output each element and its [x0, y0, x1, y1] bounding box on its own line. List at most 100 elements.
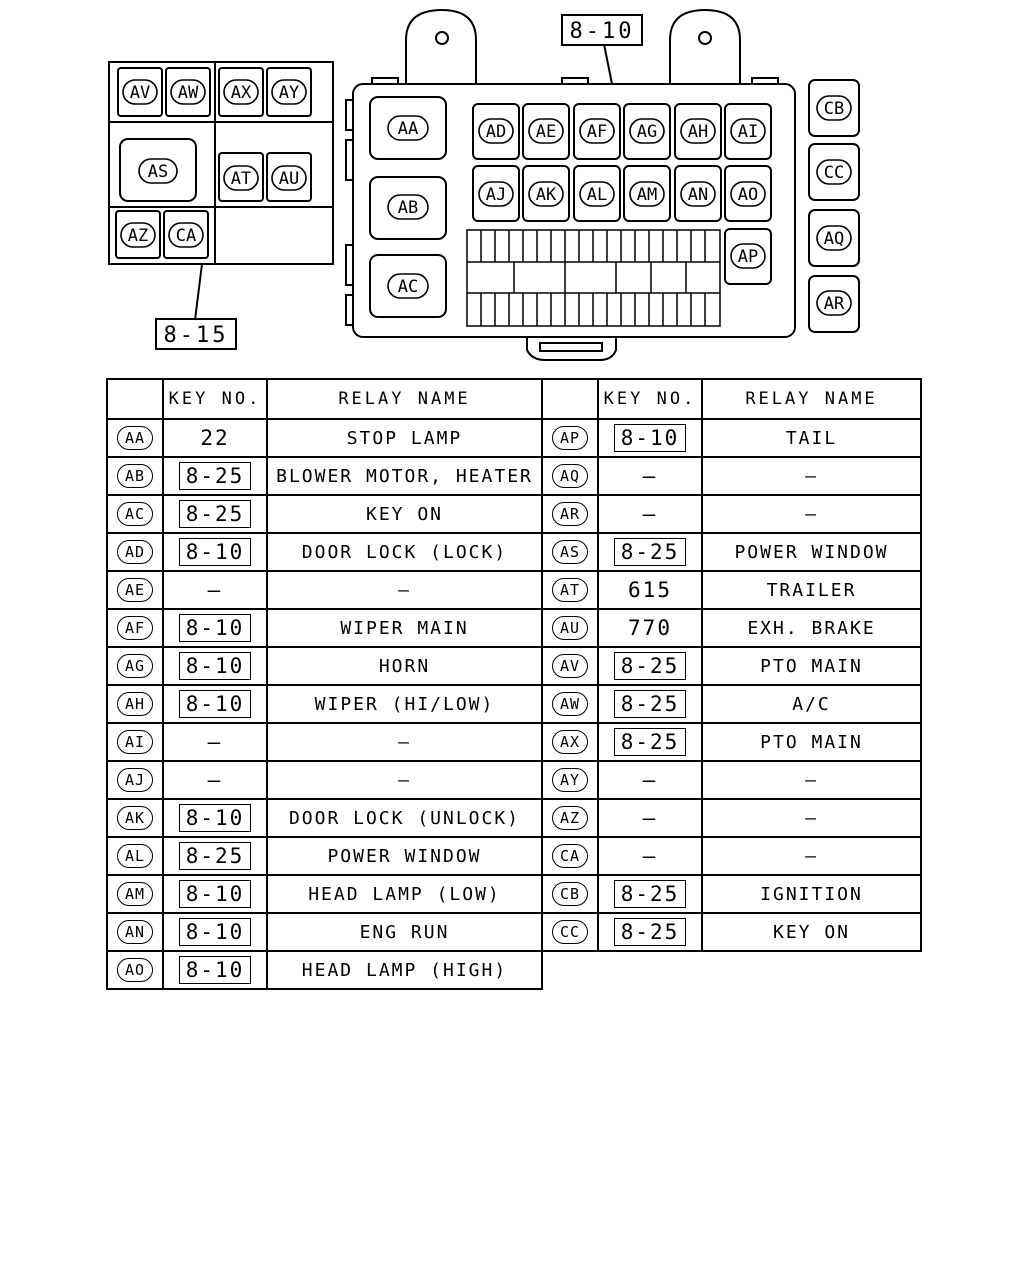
svg-text:AN: AN — [688, 185, 708, 205]
relay-label-ag: AG — [629, 118, 665, 144]
relay-id-cell: CC — [541, 912, 599, 952]
relay-id-badge: AW — [552, 692, 588, 716]
relay-name-cell: STOP LAMP — [266, 418, 543, 458]
relay-name-cell: WIPER (HI/LOW) — [266, 684, 543, 724]
svg-text:AA: AA — [398, 119, 418, 139]
relay-name-cell: — — [701, 798, 922, 838]
relay-name-cell: HEAD LAMP (HIGH) — [266, 950, 543, 990]
relay-label-am: AM — [629, 181, 665, 207]
svg-text:AH: AH — [688, 122, 708, 142]
key-no-value: 8-10 — [178, 652, 252, 680]
relay-label-ay: AY — [271, 79, 307, 105]
key-no-value: — — [642, 768, 658, 792]
svg-text:AE: AE — [536, 122, 556, 142]
relay-id-cell: AC — [106, 494, 164, 534]
key-no-value: 22 — [200, 426, 230, 450]
header-blank — [541, 378, 599, 420]
relay-id-badge: AF — [117, 616, 153, 640]
relay-name-cell: BLOWER MOTOR, HEATER — [266, 456, 543, 496]
relay-id-badge: AK — [117, 806, 153, 830]
relay-label-av: AV — [122, 79, 158, 105]
key-no-value: 8-25 — [178, 500, 252, 528]
key-no-cell: 8-25 — [162, 456, 268, 496]
svg-text:AY: AY — [279, 83, 299, 103]
relay-id-badge: AZ — [552, 806, 588, 830]
svg-text:AJ: AJ — [486, 185, 506, 205]
svg-text:AP: AP — [738, 247, 758, 267]
key-no-value: 8-25 — [178, 462, 252, 490]
key-no-value: 8-25 — [613, 690, 687, 718]
key-no-value: — — [642, 806, 658, 830]
key-no-value: 8-10 — [178, 538, 252, 566]
relay-label-ai: AI — [730, 118, 766, 144]
callout-box-8-10 — [561, 14, 643, 46]
relay-id-cell: AG — [106, 646, 164, 686]
key-no-cell: 8-10 — [162, 950, 268, 990]
key-no-cell: 8-10 — [162, 874, 268, 914]
relay-id-cell: AT — [541, 570, 599, 610]
relay-name-cell: HORN — [266, 646, 543, 686]
svg-text:CC: CC — [824, 163, 844, 183]
relay-id-cell: AU — [541, 608, 599, 648]
relay-id-cell: AD — [106, 532, 164, 572]
svg-text:CB: CB — [824, 99, 844, 119]
relay-id-badge: AR — [552, 502, 588, 526]
relay-row-1 — [472, 103, 772, 160]
relay-label-ak: AK — [528, 181, 564, 207]
relay-label-ah: AH — [680, 118, 716, 144]
key-no-value: — — [207, 768, 223, 792]
relay-name-cell: DOOR LOCK (LOCK) — [266, 532, 543, 572]
relay-label-az: AZ — [120, 222, 156, 248]
relay-label-ao: AO — [730, 181, 766, 207]
key-no-cell: 8-25 — [597, 646, 703, 686]
empty-cell — [598, 950, 702, 989]
relay-name-cell: KEY ON — [266, 494, 543, 534]
header-relay-name: RELAY NAME — [701, 378, 922, 420]
key-no-cell: 8-10 — [162, 608, 268, 648]
relay-name-cell: TRAILER — [701, 570, 922, 610]
key-no-cell: 8-25 — [597, 912, 703, 952]
callout-sub-block: 8-15 — [164, 323, 229, 348]
svg-text:AV: AV — [130, 83, 150, 103]
relay-name-cell: KEY ON — [701, 912, 922, 952]
relay-id-badge: AI — [117, 730, 153, 754]
key-no-cell: 8-10 — [162, 798, 268, 838]
relay-table: KEY NO. RELAY NAME KEY NO. RELAY NAME AA… — [106, 378, 922, 990]
relay-id-badge: AG — [117, 654, 153, 678]
sub-block-outline — [108, 61, 334, 265]
key-no-value: 8-25 — [178, 842, 252, 870]
key-no-cell: — — [162, 722, 268, 762]
relay-name-cell: EXH. BRAKE — [701, 608, 922, 648]
key-no-value: — — [642, 502, 658, 526]
key-no-cell: — — [597, 456, 703, 496]
key-no-cell: 8-10 — [162, 684, 268, 724]
relay-id-badge: AA — [117, 426, 153, 450]
relay-label-ad: AD — [478, 118, 514, 144]
relay-name-cell: — — [701, 836, 922, 876]
key-no-cell: 22 — [162, 418, 268, 458]
relay-id-cell: CA — [541, 836, 599, 876]
relay-id-cell: AO — [106, 950, 164, 990]
key-no-cell: 770 — [597, 608, 703, 648]
relay-id-badge: AJ — [117, 768, 153, 792]
key-no-cell: 8-25 — [162, 836, 268, 876]
relay-name-cell: PTO MAIN — [701, 646, 922, 686]
header-key-no: KEY NO. — [597, 378, 703, 420]
relay-label-al: AL — [579, 181, 615, 207]
relay-id-badge: AD — [117, 540, 153, 564]
key-no-value: 8-10 — [178, 956, 252, 984]
relay-label-ab: AB — [387, 194, 429, 220]
svg-text:AF: AF — [587, 122, 607, 142]
svg-text:AU: AU — [279, 169, 299, 189]
relay-id-badge: AM — [117, 882, 153, 906]
relay-label-ax: AX — [223, 79, 259, 105]
relay-id-cell: AQ — [541, 456, 599, 496]
svg-text:AL: AL — [587, 185, 607, 205]
relay-name-cell: POWER WINDOW — [266, 836, 543, 876]
relay-row-2 — [472, 165, 772, 222]
relay-id-cell: AL — [106, 836, 164, 876]
